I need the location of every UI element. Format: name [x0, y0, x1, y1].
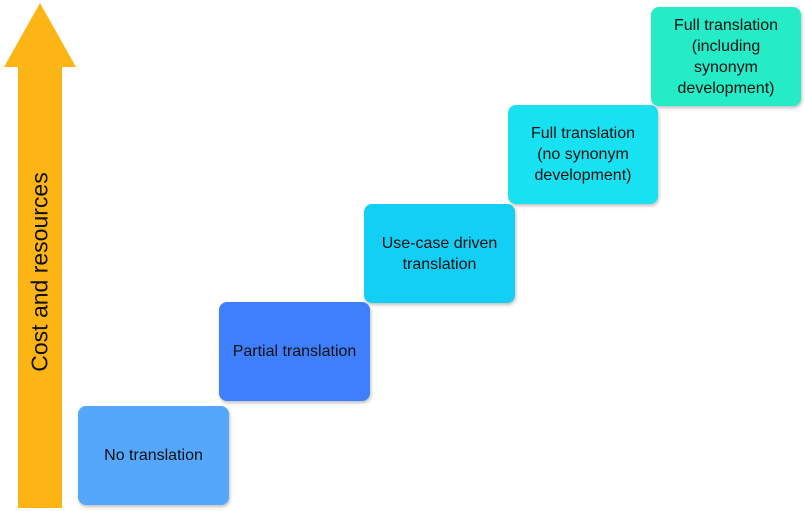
step-full-translation-no-synonym: Full translation (no synonym development…	[508, 105, 658, 204]
step-partial-translation: Partial translation	[219, 302, 370, 401]
step-no-translation: No translation	[78, 406, 229, 505]
step-label: Full translation (no synonym development…	[530, 125, 636, 184]
axis-label: Cost and resources	[26, 172, 53, 372]
step-label: Use-case driven translation	[381, 234, 498, 273]
cost-resources-arrow	[3, 3, 77, 508]
step-label: Full translation (including synonym deve…	[673, 16, 779, 97]
step-label: Partial translation	[232, 343, 357, 360]
step-use-case-driven-translation: Use-case driven translation	[364, 204, 515, 303]
up-arrow-icon	[4, 3, 76, 508]
step-full-translation-including-synonym: Full translation (including synonym deve…	[651, 7, 801, 106]
step-label: No translation	[104, 447, 203, 464]
